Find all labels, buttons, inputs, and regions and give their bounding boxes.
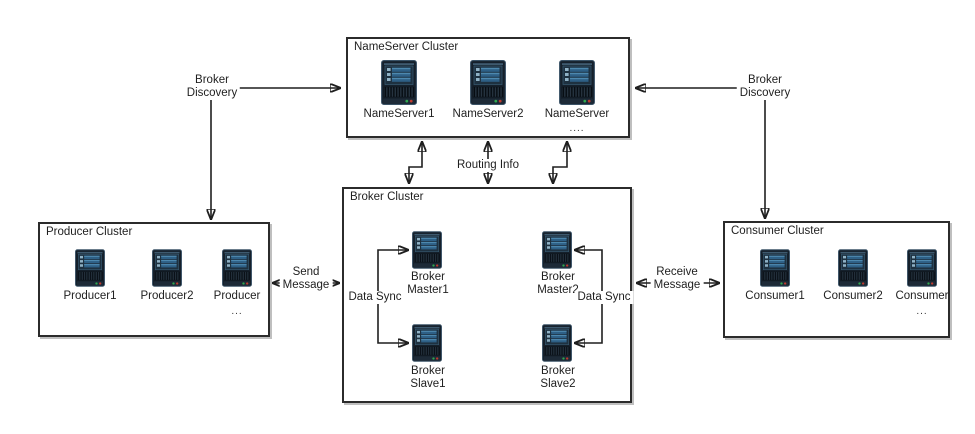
server-icon: [152, 248, 182, 288]
broker-slave2-line1: Broker: [541, 365, 575, 377]
broker-discovery-right-line1: Broker: [748, 74, 782, 86]
arrow-routing-right: [553, 141, 567, 184]
broker-discovery-left-line1: Broker: [195, 74, 229, 86]
consumer-cluster-title: Consumer Cluster: [731, 225, 824, 237]
receive-message-line2: Message: [653, 279, 701, 291]
node-label-consumer2: Consumer2: [823, 290, 883, 302]
broker-master1-line1: Broker: [411, 271, 445, 283]
nameserver-cluster-title: NameServer Cluster: [354, 41, 459, 53]
edge-label-broker-discovery-right: Broker Discovery: [736, 74, 794, 100]
server-icon: [760, 248, 790, 288]
server-icon: [907, 248, 937, 288]
consumer-ellipsis: ...: [916, 306, 928, 317]
node-label-producer1: Producer1: [63, 290, 117, 302]
node-label-broker-slave2: Broker Slave2: [540, 365, 575, 391]
server-icon: [222, 248, 252, 288]
broker-slave1-line1: Broker: [411, 365, 445, 377]
broker-discovery-right-line2: Discovery: [739, 87, 791, 99]
server-icon: [412, 323, 442, 363]
edge-label-data-sync-right: Data Sync: [574, 291, 634, 304]
producer-cluster-title: Producer Cluster: [46, 226, 133, 238]
broker-slave1-line2: Slave1: [410, 378, 446, 390]
broker-slave2-line2: Slave2: [540, 378, 576, 390]
edge-label-data-sync-left: Data Sync: [345, 291, 405, 304]
node-label-consumer-n: Consumer: [895, 290, 949, 302]
broker-master1-line2: Master1: [407, 284, 449, 296]
broker-master2-line1: Broker: [541, 271, 575, 283]
server-icon: [559, 60, 595, 105]
edge-label-routing-info: Routing Info: [453, 159, 523, 172]
receive-message-line1: Receive: [656, 266, 698, 278]
producer-ellipsis: ...: [231, 306, 243, 317]
edge-label-broker-discovery-left: Broker Discovery: [183, 74, 241, 100]
server-icon: [838, 248, 868, 288]
edge-label-send-message: Send Message: [279, 266, 333, 292]
node-label-producer-n: Producer: [213, 290, 261, 302]
node-label-consumer1: Consumer1: [745, 290, 805, 302]
node-label-producer2: Producer2: [140, 290, 194, 302]
node-label-broker-slave1: Broker Slave1: [410, 365, 445, 391]
send-message-line2: Message: [282, 279, 330, 291]
nameserver-ellipsis: ....: [569, 123, 585, 134]
server-icon: [75, 248, 105, 288]
node-label-nameserver1: NameServer1: [363, 108, 435, 120]
server-icon: [542, 230, 572, 270]
arrow-routing-left: [409, 141, 422, 184]
edge-label-receive-message: Receive Message: [650, 266, 704, 292]
broker-discovery-left-line2: Discovery: [186, 87, 238, 99]
server-icon: [381, 60, 417, 105]
node-label-nameserver2: NameServer2: [452, 108, 524, 120]
node-label-broker-master1: Broker Master1: [407, 271, 449, 297]
node-label-nameserver-n: NameServer: [544, 108, 610, 120]
server-icon: [470, 60, 506, 105]
broker-cluster-title: Broker Cluster: [350, 191, 424, 203]
send-message-line1: Send: [292, 266, 320, 278]
broker-master2-line2: Master2: [537, 284, 579, 296]
node-label-broker-master2: Broker Master2: [537, 271, 579, 297]
server-icon: [542, 323, 572, 363]
server-icon: [412, 230, 442, 270]
